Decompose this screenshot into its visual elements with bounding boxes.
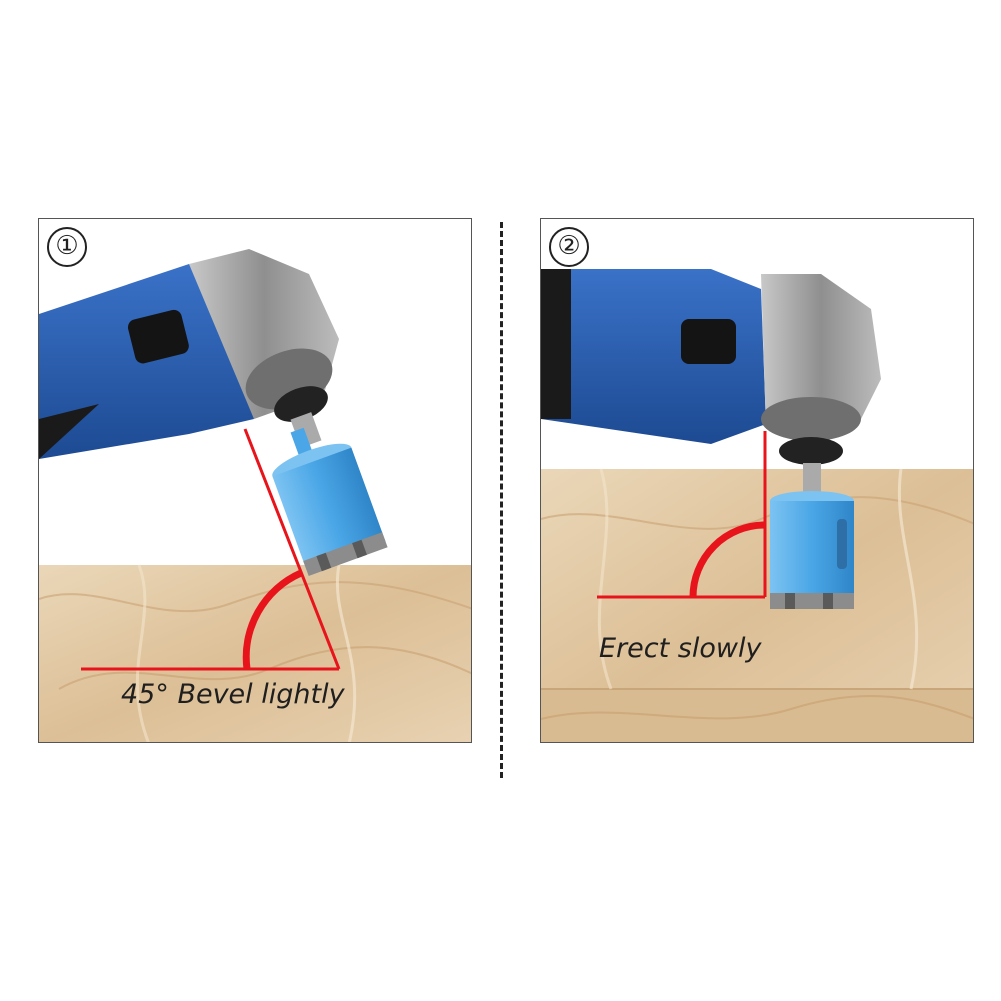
step-number-badge: ①: [47, 227, 87, 267]
angle-grinder-icon: [39, 249, 339, 459]
marble-slab-icon: [541, 468, 973, 742]
panel-divider: [500, 222, 503, 778]
step-1-illustration: [39, 249, 471, 742]
step-caption: Erect slowly: [599, 633, 762, 664]
step-2-illustration: [541, 269, 973, 742]
angle-arc-icon: [597, 431, 767, 599]
angle-grinder-icon: [541, 269, 881, 493]
step-2-panel: ② Erect slowly: [540, 218, 974, 743]
angle-arc-icon: [81, 428, 341, 671]
step-number-badge: ②: [549, 227, 589, 267]
marble-slab-icon: [39, 564, 471, 742]
core-drill-bit-icon: [770, 491, 854, 609]
core-drill-bit-icon: [272, 427, 388, 576]
step-1-panel: ① 45° Bevel lightly: [38, 218, 472, 743]
step-caption: 45° Bevel lightly: [121, 679, 345, 710]
